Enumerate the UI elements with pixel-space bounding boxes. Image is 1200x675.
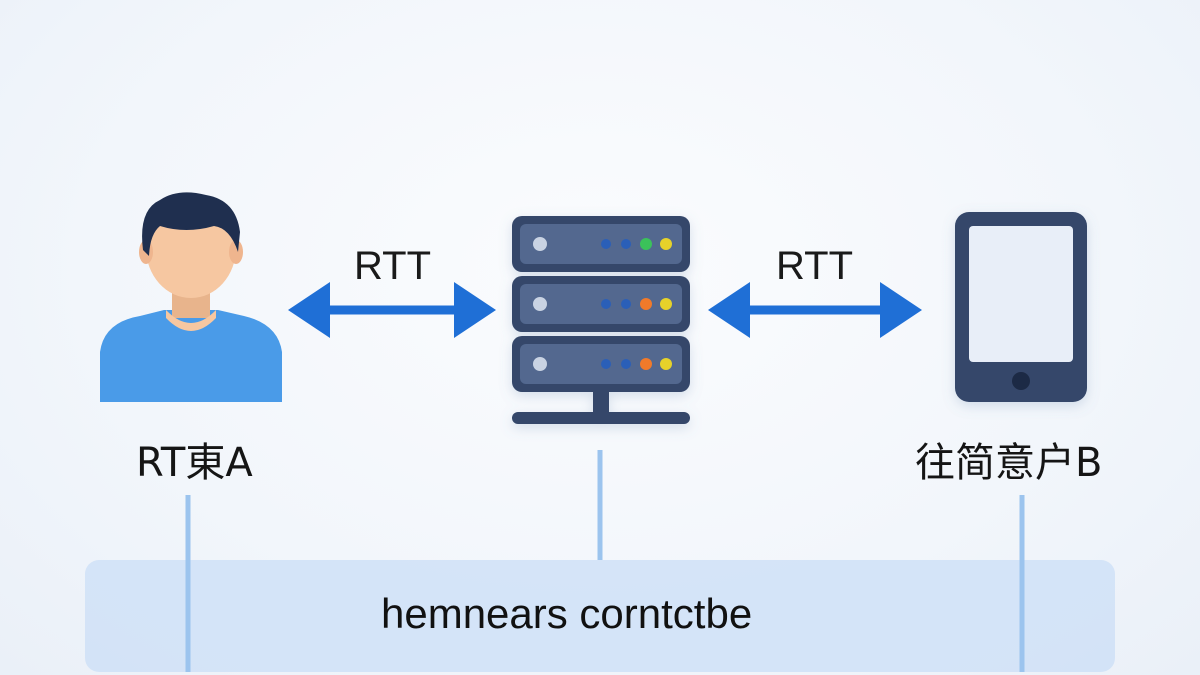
rtt-arrow-left — [288, 282, 496, 338]
bottom-bar — [85, 560, 1115, 672]
user-a-label: RT東A — [136, 440, 253, 486]
person-icon — [100, 192, 282, 402]
rtt-label-right: RTT — [776, 244, 854, 288]
server-icon — [512, 216, 690, 424]
rtt-label-left: RTT — [354, 244, 432, 288]
rtt-arrow-right — [708, 282, 922, 338]
bottom-bar-label: hemnears corntctbe — [381, 590, 753, 637]
tablet-icon — [955, 212, 1087, 402]
user-b-label: 往简意户B — [915, 440, 1103, 486]
